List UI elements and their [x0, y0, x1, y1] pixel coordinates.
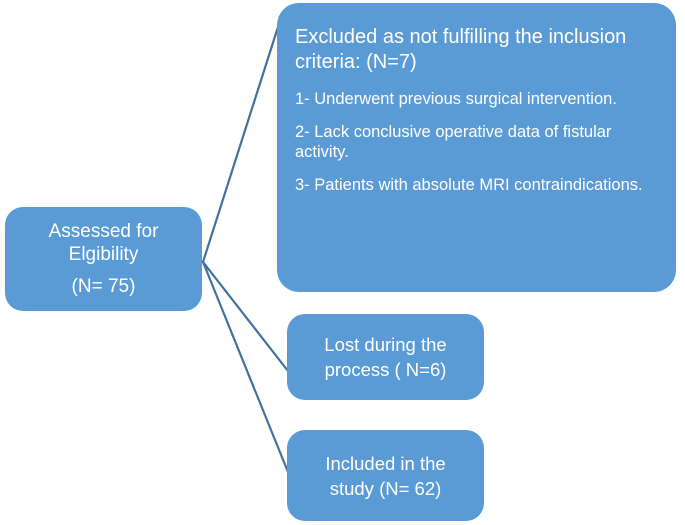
node-assessed-line1: Assessed for	[48, 221, 159, 242]
node-excluded-heading: Excluded as not fulfilling the inclusion…	[295, 26, 627, 73]
node-excluded-criterion-3: 3- Patients with absolute MRI contraindi…	[295, 176, 643, 194]
node-included-in-study[interactable]: Included in the study (N= 62)	[287, 430, 484, 521]
node-assessed-for-eligibility[interactable]: Assessed for Elgibility (N= 75)	[5, 207, 202, 311]
node-lost-during-process[interactable]: Lost during the process ( N=6)	[287, 314, 484, 400]
connector-assessed-to-excluded	[201, 25, 280, 264]
node-assessed-count: (N= 75)	[71, 276, 136, 297]
connector-assessed-to-lost	[201, 260, 290, 373]
node-excluded-criterion-1: 1- Underwent previous surgical intervent…	[295, 90, 617, 108]
connector-assessed-to-included	[201, 260, 290, 474]
node-lost-label: Lost during the process ( N=6)	[324, 334, 447, 380]
node-excluded-criterion-2: 2- Lack conclusive operative data of fis…	[295, 123, 612, 161]
node-excluded-criteria[interactable]: Excluded as not fulfilling the inclusion…	[277, 3, 676, 292]
node-assessed-line2: Elgibility	[68, 244, 139, 265]
node-included-label: Included in the study (N= 62)	[325, 452, 446, 499]
